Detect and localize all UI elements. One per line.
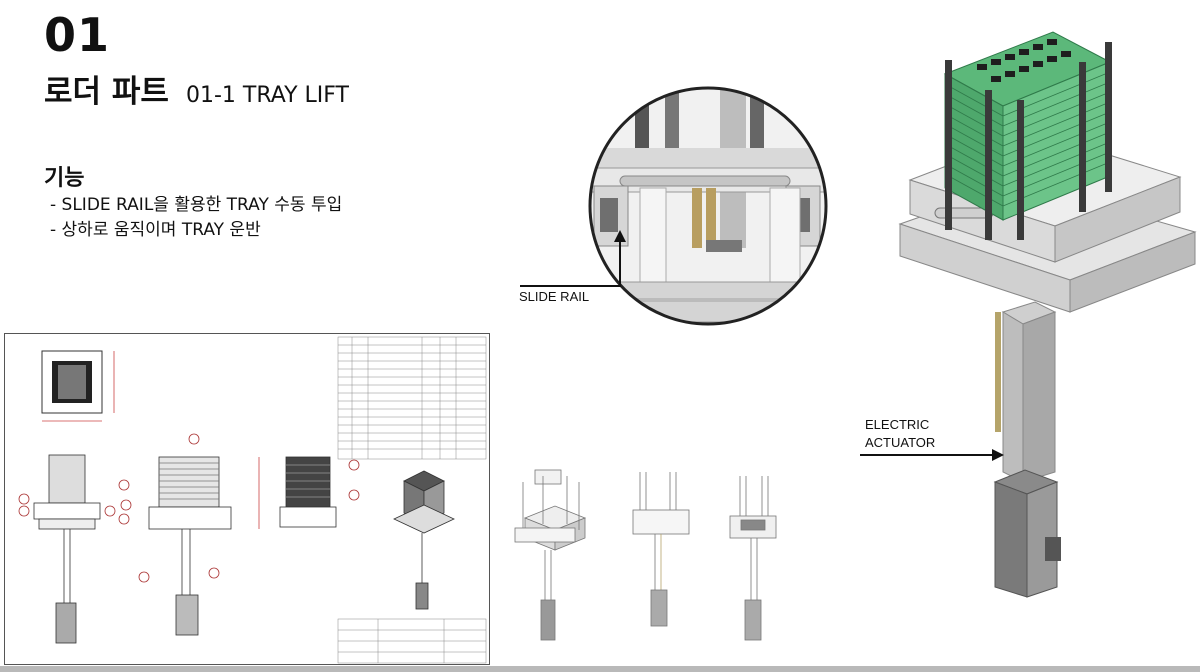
electric-actuator-label: ELECTRIC ACTUATOR <box>865 416 935 452</box>
page-subtitle: 01-1 TRAY LIFT <box>185 83 349 108</box>
slide-rail-label: SLIDE RAIL <box>519 289 590 304</box>
function-item: - 상하로 움직이며 TRAY 운반 <box>50 220 261 240</box>
slide-rail-callout-arrow <box>520 230 626 287</box>
electric-actuator-label-line1: ELECTRIC <box>865 417 930 432</box>
section-number: 01 <box>44 8 111 62</box>
function-item: - SLIDE RAIL을 활용한 TRAY 수동 투입 <box>50 195 343 215</box>
page-title: 로더 파트 <box>44 74 169 110</box>
tray-lift-3d-render <box>898 31 1197 598</box>
slide-rail-detail-view <box>588 86 828 326</box>
assembly-renders <box>514 469 777 641</box>
bottom-divider <box>0 666 1200 672</box>
technical-drawing <box>4 333 490 665</box>
title-row: 로더 파트 01-1 TRAY LIFT <box>44 66 349 111</box>
electric-actuator-callout-arrow <box>860 449 1004 461</box>
electric-actuator-label-line2: ACTUATOR <box>865 435 936 450</box>
function-heading: 기능 <box>44 166 85 191</box>
